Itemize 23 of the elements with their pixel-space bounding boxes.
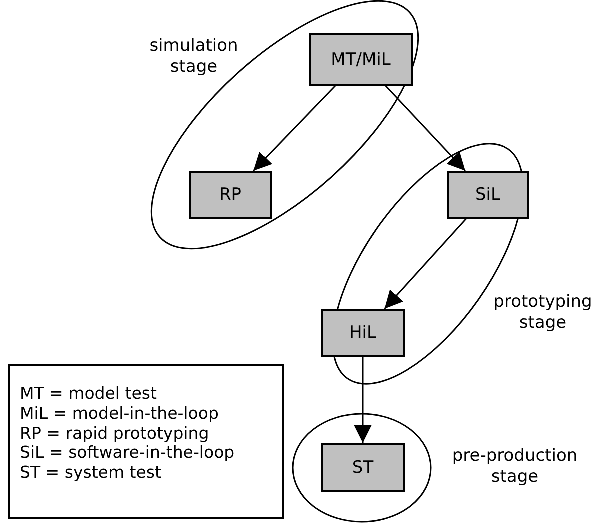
process-box: [447, 171, 529, 219]
arrow: [354, 357, 372, 443]
stage-label: simulation stage: [148, 36, 240, 78]
arrow: [253, 85, 336, 172]
stage-label: pre-production stage: [451, 446, 579, 488]
arrow: [385, 85, 466, 172]
box-label: HiL: [350, 323, 376, 343]
legend-text: MT = model test: [20, 384, 157, 404]
arrow: [384, 218, 467, 310]
box-label: SiL: [476, 185, 500, 205]
process-box: [309, 33, 413, 86]
legend-text: MiL = model-in-the-loop: [20, 404, 219, 424]
legend-box: [8, 364, 284, 519]
legend-text: SiL = software-in-the-loop: [20, 443, 235, 464]
legend-text: RP = rapid prototyping: [20, 424, 210, 444]
process-box: [321, 309, 405, 357]
box-label: MT/MiL: [331, 50, 391, 70]
stage-label: prototyping stage: [492, 292, 594, 334]
process-box: [189, 171, 272, 219]
box-label: RP: [219, 185, 242, 205]
process-box: [321, 443, 405, 492]
legend-text: ST = system test: [20, 463, 162, 483]
box-label: ST: [352, 458, 374, 478]
